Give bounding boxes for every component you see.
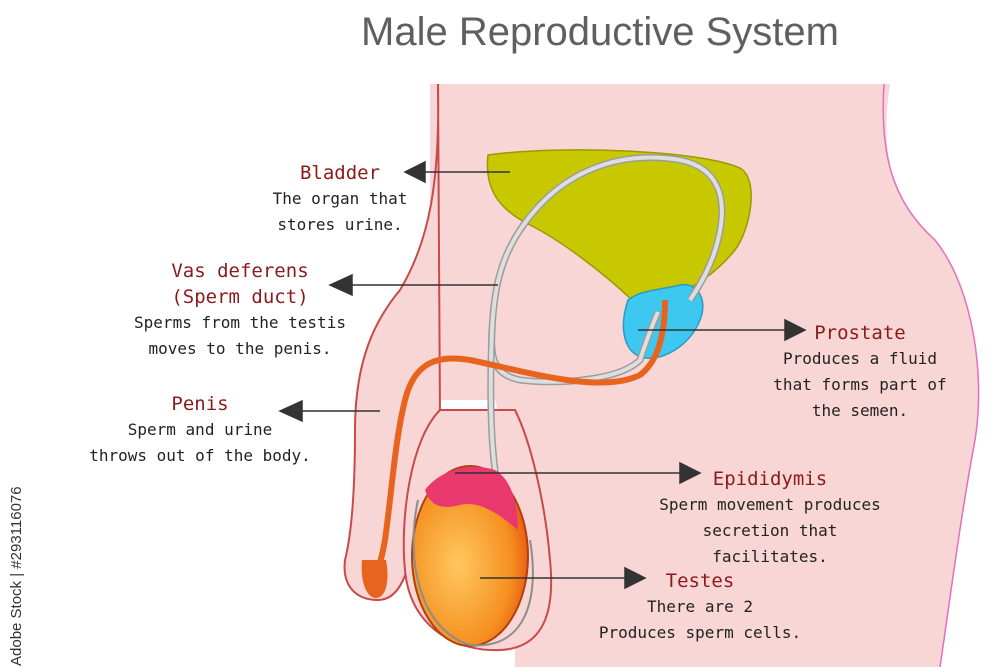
prostate-name: Prostate <box>814 322 906 344</box>
penis-desc-2: throws out of the body. <box>89 446 311 465</box>
bladder-arrowhead <box>403 160 426 184</box>
urethra-duct-inner <box>489 155 724 384</box>
prostate-desc-1: Produces a fluid <box>782 349 938 368</box>
bladder-desc-1: The organ that <box>272 189 408 208</box>
testes-name: Testes <box>665 570 735 592</box>
penis-desc-1: Sperm and urine <box>127 420 273 439</box>
page-title: Male Reproductive System <box>361 10 839 54</box>
vas-deferens-label: Vas deferens (Sperm duct) Sperms from th… <box>120 258 360 362</box>
prostate-desc-3: the semen. <box>811 401 909 420</box>
penis-arrowhead <box>278 399 303 423</box>
testes-desc-1: There are 2 <box>647 597 753 616</box>
prostate-desc-2: that forms part of <box>773 375 947 394</box>
testes-desc-2: Produces sperm cells. <box>598 623 802 642</box>
vas-deferens-name-2: (Sperm duct) <box>171 286 309 308</box>
vas-deferens-arrowhead <box>328 273 353 297</box>
testis-ring <box>412 499 534 647</box>
stock-watermark: Adobe Stock | #293116076 <box>8 486 25 666</box>
epididymis-label: Epididymis Sperm movement produces secre… <box>640 466 900 570</box>
vas-deferens-duct <box>367 299 668 592</box>
epididymis-desc-2: secretion that facilitates. <box>702 521 838 566</box>
penis-tip <box>361 560 388 598</box>
bladder-label: Bladder The organ that stores urine. <box>240 160 440 238</box>
bladder-name: Bladder <box>299 162 381 184</box>
body-outline-right <box>882 83 980 667</box>
vas-deferens-desc-2: moves to the penis. <box>148 339 332 358</box>
epididymis-organ <box>425 466 518 530</box>
bladder-desc-2: stores urine. <box>277 215 403 234</box>
testes-arrowhead <box>624 566 647 590</box>
epididymis-arrowhead <box>679 461 702 485</box>
penis-name: Penis <box>171 393 229 415</box>
pointer-arrows <box>278 160 807 590</box>
prostate-arrowhead <box>784 318 807 342</box>
vas-deferens-name-1: Vas deferens <box>171 260 309 282</box>
prostate-label: Prostate Produces a fluid that forms par… <box>760 320 960 424</box>
vas-deferens-desc-1: Sperms from the testis <box>134 313 346 332</box>
testes-label: Testes There are 2 Produces sperm cells. <box>590 568 810 646</box>
penis-label: Penis Sperm and urine throws out of the … <box>80 391 320 469</box>
epididymis-desc-1: Sperm movement produces <box>659 495 881 514</box>
epididymis-name: Epididymis <box>712 468 828 490</box>
